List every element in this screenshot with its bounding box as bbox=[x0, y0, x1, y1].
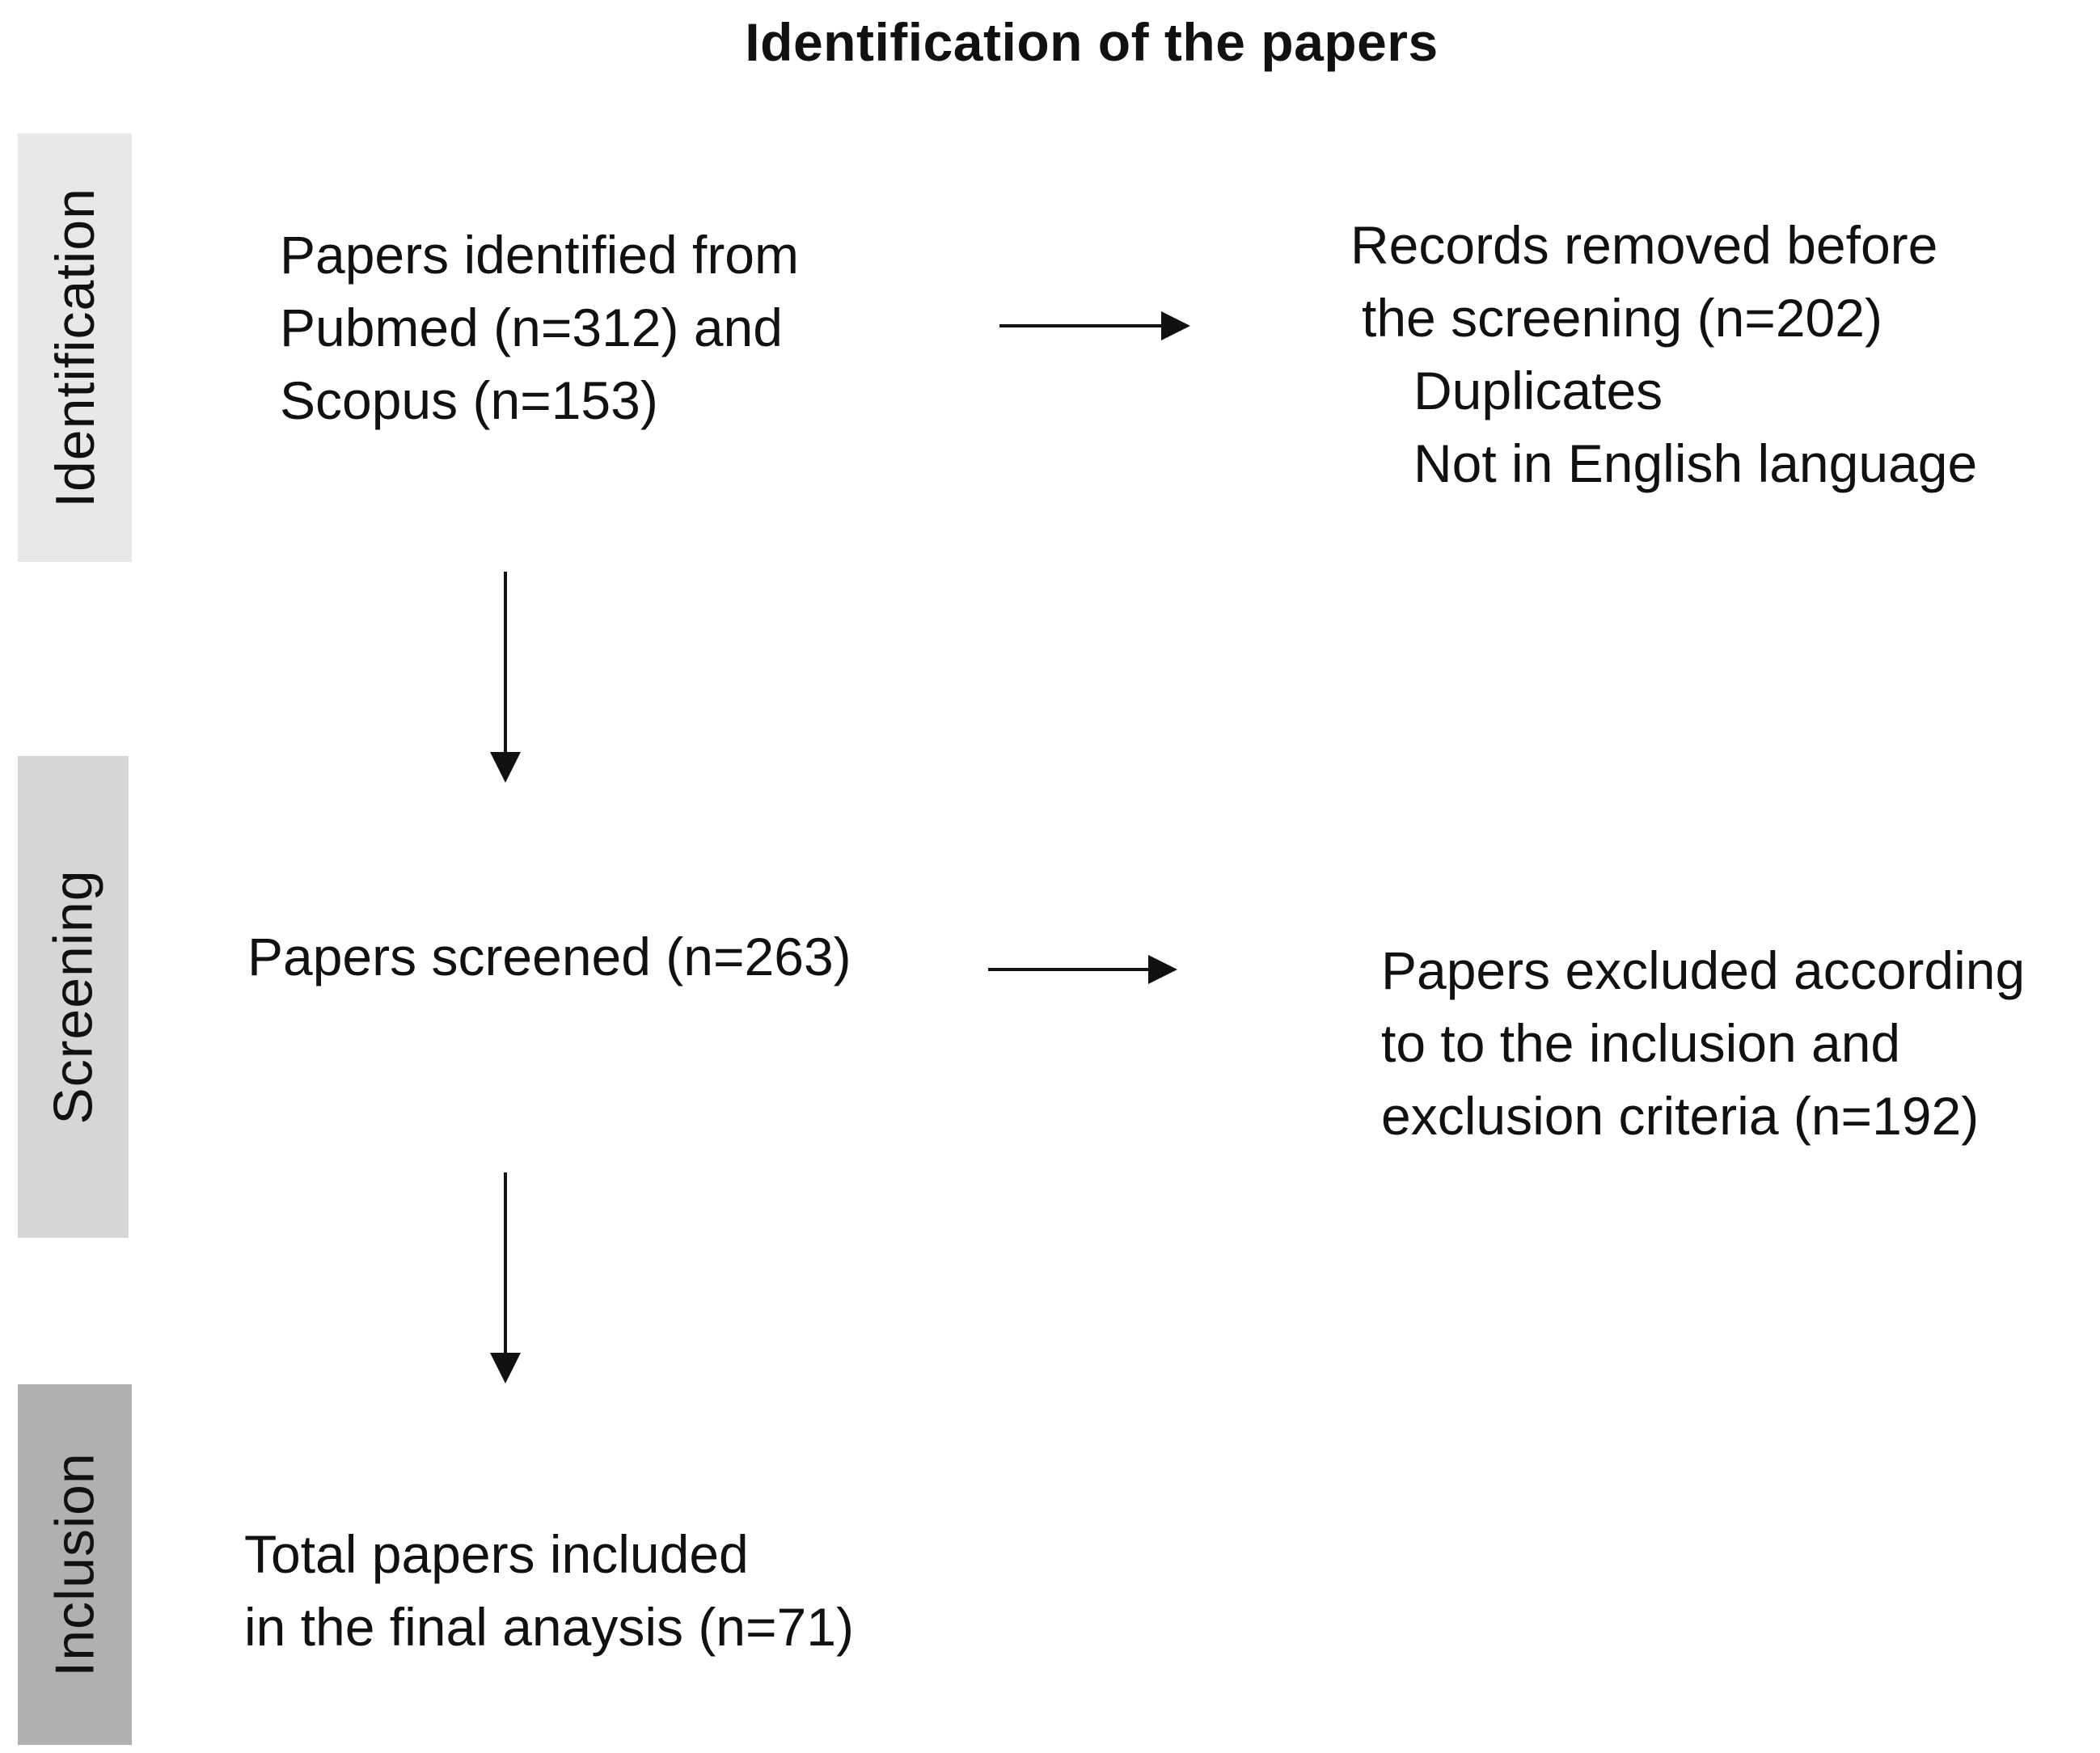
papers-excluded-box: Papers excluded according to to the incl… bbox=[1381, 934, 2025, 1152]
removal-reason-language: Not in English language bbox=[1413, 433, 1978, 493]
arrow-identified-to-removed bbox=[999, 311, 1190, 340]
arrow-identified-to-screened bbox=[490, 572, 521, 783]
stage-label-identification-text: Identification bbox=[44, 188, 106, 508]
stage-label-identification: Identification bbox=[18, 133, 132, 562]
arrow-screened-to-included bbox=[490, 1172, 521, 1383]
papers-excluded-line: to to the inclusion and bbox=[1381, 1013, 1901, 1073]
diagram-title: Identification of the papers bbox=[745, 12, 1439, 72]
papers-screened-box: Papers screened (n=263) bbox=[247, 920, 851, 993]
papers-identified-line: Papers identified from bbox=[280, 225, 799, 285]
papers-excluded-line: exclusion criteria (n=192) bbox=[1381, 1086, 1980, 1146]
papers-screened-line: Papers screened (n=263) bbox=[247, 927, 851, 986]
papers-identified-line: Scopus (n=153) bbox=[280, 370, 658, 430]
papers-identified-box: Papers identified from Pubmed (n=312) an… bbox=[280, 218, 799, 437]
papers-identified-line: Pubmed (n=312) and bbox=[280, 298, 783, 357]
papers-included-line: in the final anaysis (n=71) bbox=[244, 1597, 854, 1657]
stage-label-screening: Screening bbox=[18, 756, 129, 1238]
removal-reason-duplicates: Duplicates bbox=[1413, 361, 1663, 420]
records-removed-line: the screening (n=202) bbox=[1362, 288, 1882, 348]
records-removed-line: Records removed before bbox=[1350, 215, 1938, 275]
stage-label-screening-text: Screening bbox=[42, 869, 104, 1125]
records-removed-box: Records removed before the screening (n=… bbox=[1350, 209, 1977, 500]
papers-included-box: Total papers included in the final anays… bbox=[244, 1518, 854, 1663]
stage-label-inclusion-text: Inclusion bbox=[44, 1452, 106, 1677]
arrow-screened-to-excluded bbox=[988, 955, 1177, 984]
papers-included-line: Total papers included bbox=[244, 1524, 749, 1584]
stage-label-inclusion: Inclusion bbox=[18, 1384, 132, 1745]
papers-excluded-line: Papers excluded according bbox=[1381, 940, 2026, 1000]
